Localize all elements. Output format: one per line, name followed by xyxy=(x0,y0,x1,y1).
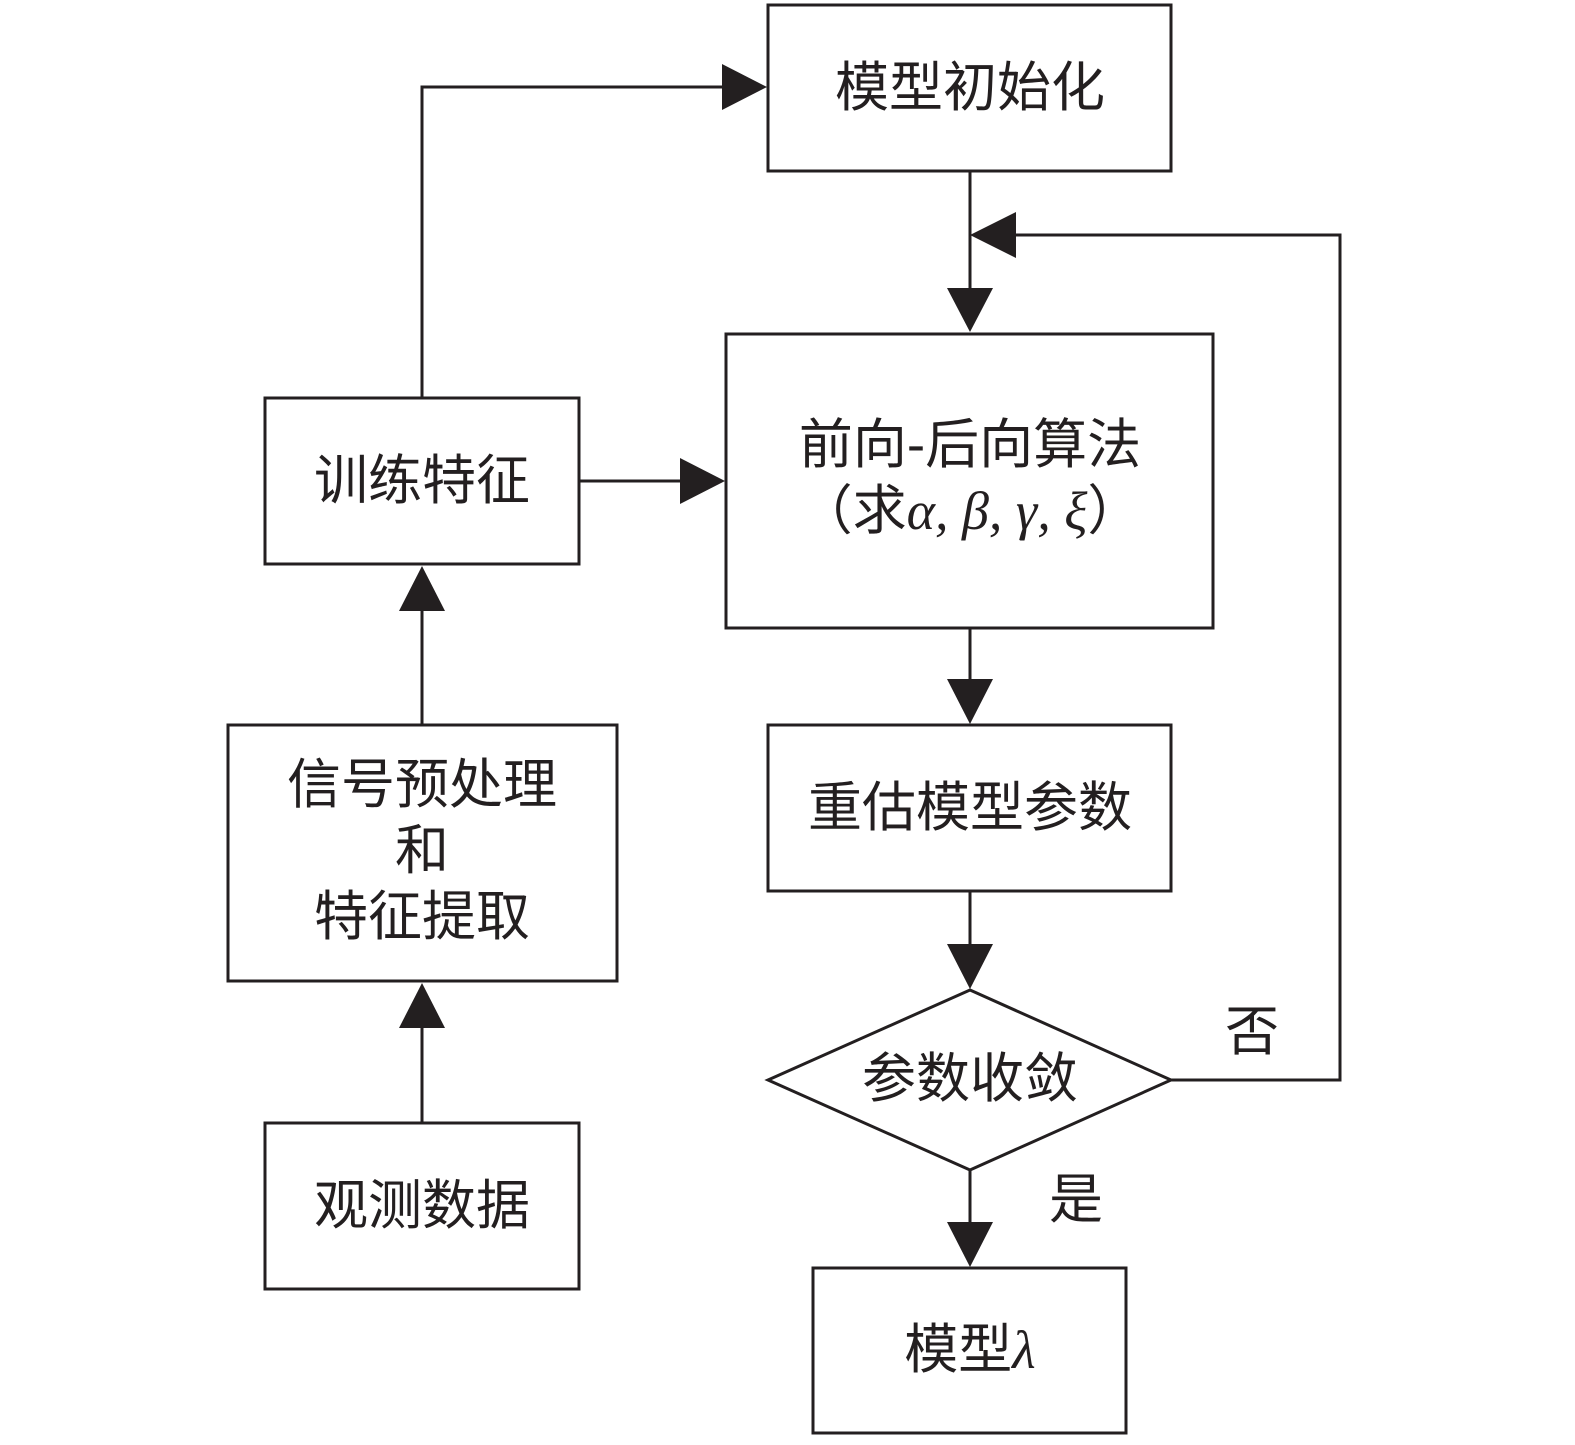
greek-variables: α, β, γ, ξ xyxy=(907,481,1089,541)
node-preprocess: 信号预处理 和 特征提取 xyxy=(226,723,619,983)
node-observations: 观测数据 xyxy=(263,1121,581,1291)
paren-open: （ xyxy=(799,479,853,542)
edge-train-to-fb xyxy=(579,458,725,504)
node-forward-backward-line1: 前向-后向算法 xyxy=(799,413,1141,476)
node-model-init: 模型初始化 xyxy=(766,3,1173,173)
paren-close: ） xyxy=(1087,479,1141,542)
edge-init-to-fb xyxy=(947,171,993,332)
model-text: 模型 xyxy=(904,1318,1012,1381)
node-model-lambda-label: 模型λ xyxy=(904,1318,1035,1381)
node-preprocess-line2: 和 xyxy=(395,819,449,882)
node-convergence-label: 参数收敛 xyxy=(862,1047,1078,1110)
node-reestimate: 重估模型参数 xyxy=(766,723,1173,893)
arrowhead-left xyxy=(970,212,1016,258)
arrowhead-down xyxy=(947,1222,993,1267)
edge-no-loop xyxy=(970,212,1342,1082)
edge-label-no: 否 xyxy=(1225,1000,1279,1063)
arrowhead-up xyxy=(399,983,445,1028)
arrowhead-right xyxy=(722,64,767,110)
node-observations-label: 观测数据 xyxy=(314,1174,530,1237)
node-forward-backward-line2: （求α, β, γ, ξ） xyxy=(799,479,1142,542)
node-reestimate-label: 重估模型参数 xyxy=(808,776,1132,839)
node-preprocess-line1: 信号预处理 xyxy=(287,753,557,816)
edge-yes-to-model xyxy=(947,1170,993,1267)
node-preprocess-line3: 特征提取 xyxy=(314,885,530,948)
edge-reest-to-conv xyxy=(947,891,993,989)
arrowhead-down xyxy=(947,944,993,989)
edge-pre-to-train xyxy=(399,566,445,725)
solve-text: 求 xyxy=(853,479,907,542)
node-training-features: 训练特征 xyxy=(263,396,581,566)
arrowhead-up xyxy=(399,566,445,611)
node-model-init-label: 模型初始化 xyxy=(835,56,1105,119)
node-training-features-label: 训练特征 xyxy=(314,449,530,512)
arrowhead-down xyxy=(947,679,993,724)
node-forward-backward: 前向-后向算法 （求α, β, γ, ξ） xyxy=(724,332,1215,630)
edge-fb-to-reest xyxy=(947,628,993,724)
edge-obs-to-pre xyxy=(399,983,445,1123)
node-model-lambda: 模型λ xyxy=(811,1266,1128,1435)
arrowhead-down xyxy=(947,288,993,332)
edge-label-yes: 是 xyxy=(1049,1168,1103,1231)
edge-train-to-init xyxy=(420,64,767,398)
arrowhead-right xyxy=(680,458,725,504)
lambda-symbol: λ xyxy=(1010,1320,1035,1380)
node-convergence-decision: 参数收敛 xyxy=(764,988,1175,1172)
